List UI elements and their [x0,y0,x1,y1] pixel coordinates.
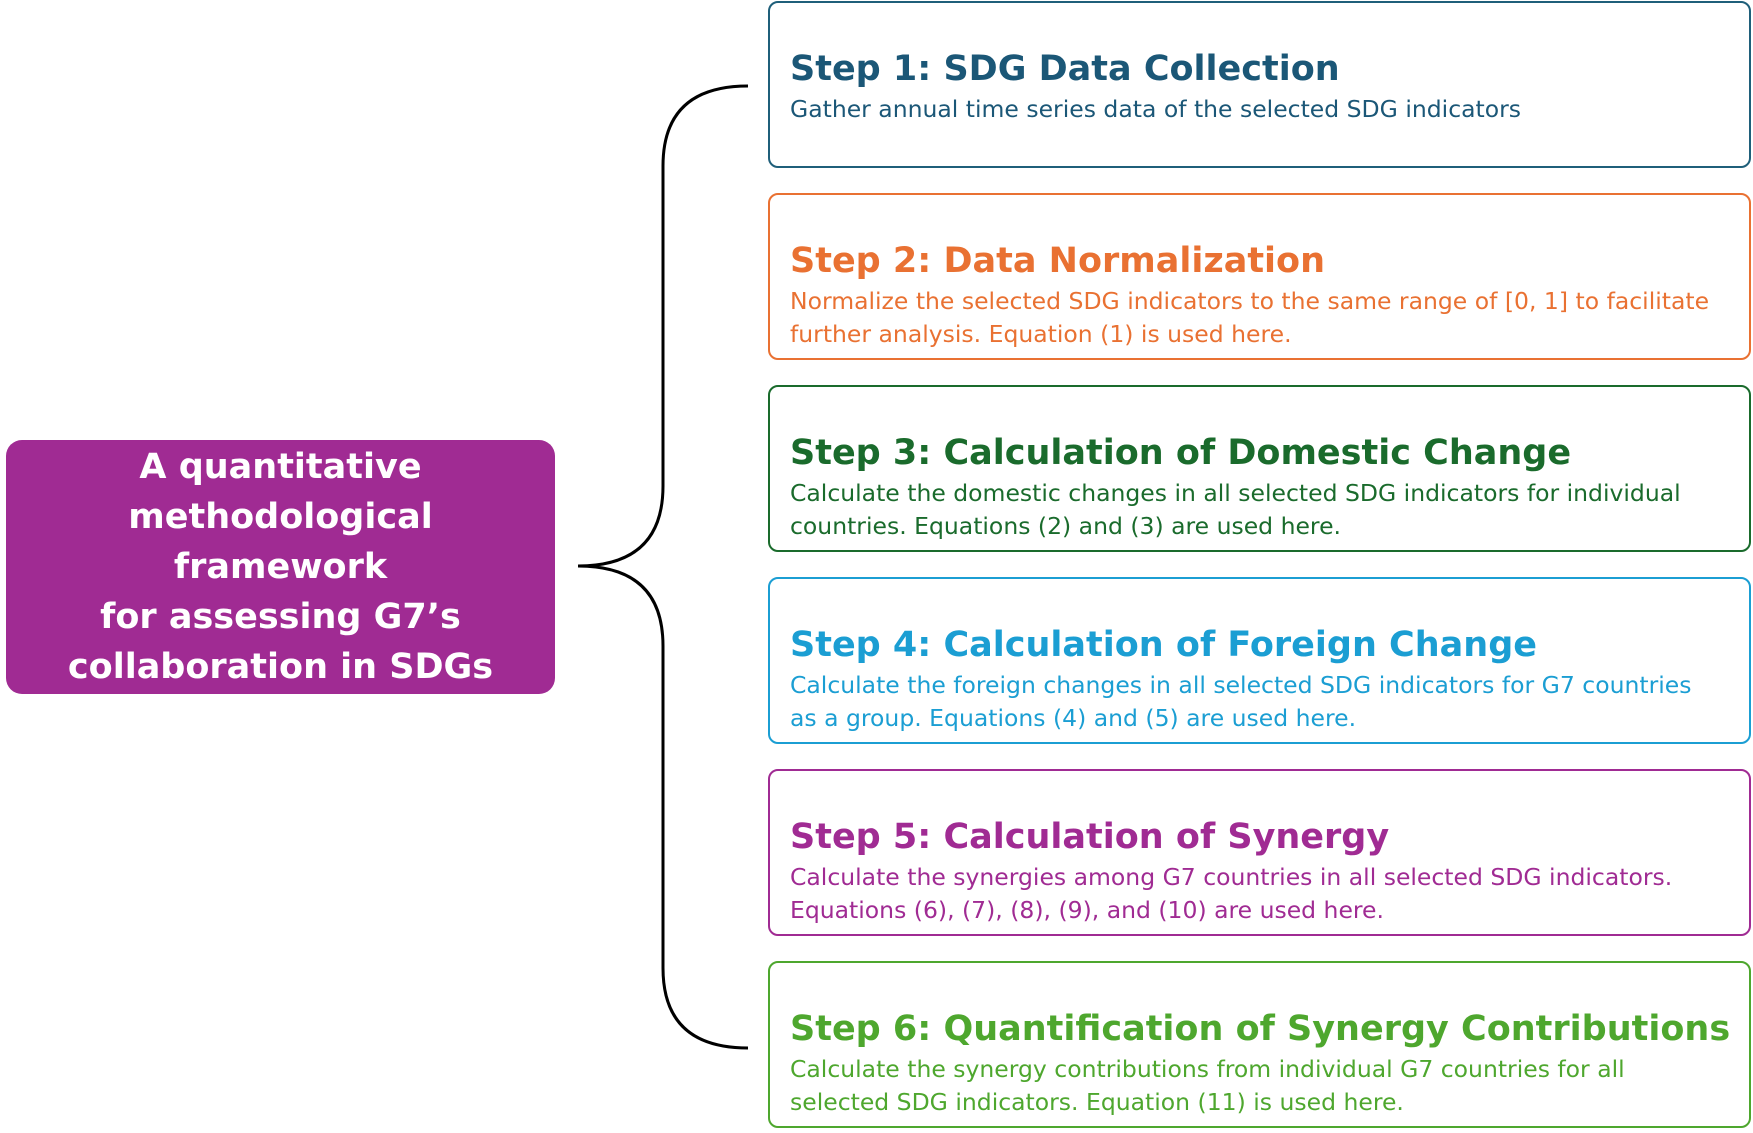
step-6-description: Calculate the synergy contributions from… [790,1055,1625,1116]
step-3-title: Step 3: Calculation of Domestic Change [790,433,1572,473]
step-3-box: Step 3: Calculation of Domestic Change C… [768,385,1751,552]
step-1-description: Gather annual time series data of the se… [790,95,1522,123]
step-6-box: Step 6: Quantification of Synergy Contri… [768,961,1751,1128]
step-2-description: Normalize the selected SDG indicators to… [790,287,1710,348]
step-4-title: Step 4: Calculation of Foreign Change [790,625,1537,665]
brace-path [577,84,749,1050]
step-2-title: Step 2: Data Normalization [790,241,1326,281]
step-1-title: Step 1: SDG Data Collection [790,49,1340,89]
framework-title: A quantitative methodological framework … [67,447,494,687]
step-5-box: Step 5: Calculation of Synergy Calculate… [768,769,1751,936]
framework-box: A quantitative methodological framework … [6,440,555,694]
step-5-description: Calculate the synergies among G7 countri… [790,863,1673,924]
step-6-title: Step 6: Quantification of Synergy Contri… [790,1009,1731,1049]
step-5-title: Step 5: Calculation of Synergy [790,817,1390,857]
step-4-box: Step 4: Calculation of Foreign Change Ca… [768,577,1751,744]
step-3-description: Calculate the domestic changes in all se… [790,479,1681,540]
step-4-description: Calculate the foreign changes in all sel… [790,671,1692,732]
step-2-box: Step 2: Data Normalization Normalize the… [768,193,1751,360]
step-1-box: Step 1: SDG Data Collection Gather annua… [768,1,1751,168]
